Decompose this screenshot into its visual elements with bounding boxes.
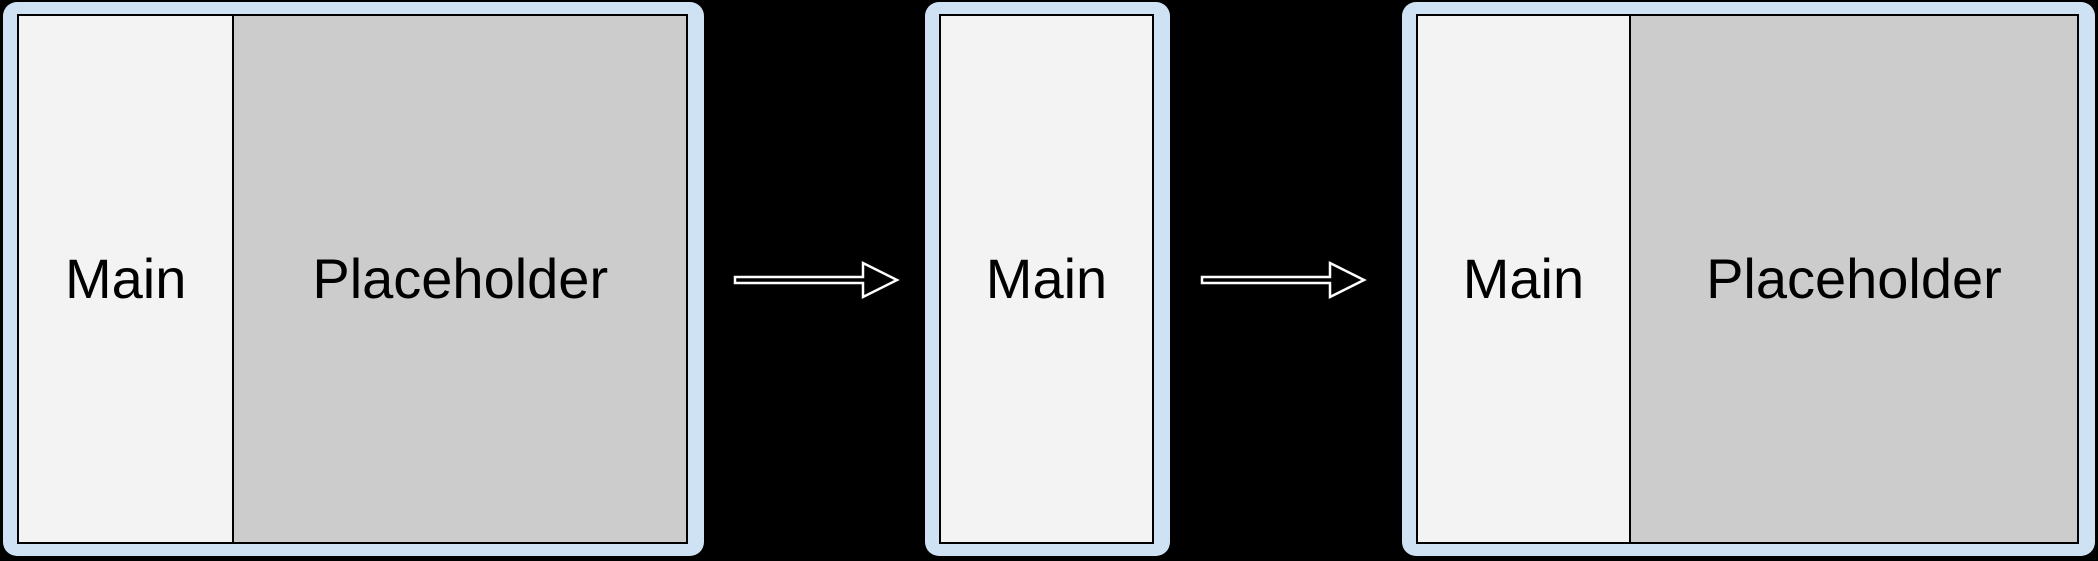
main-pane: Main [19,16,233,542]
placeholder-pane: Placeholder [232,16,686,542]
main-pane: Main [941,16,1152,542]
main-pane-label: Main [985,247,1108,310]
right-arrow-shape [1200,260,1367,300]
placeholder-pane: Placeholder [1628,16,2077,542]
right-arrow-icon [1200,260,1367,300]
panel-main-only: Main [925,2,1170,556]
main-pane-label: Main [65,247,187,310]
main-pane-label: Main [1462,247,1585,310]
panel-split-before: Main Placeholder [3,2,704,556]
panel-split-after: Main Placeholder [1402,2,2095,556]
panel-frame: Main [939,14,1154,544]
placeholder-pane-label: Placeholder [312,247,609,310]
right-arrow-icon [733,260,900,300]
placeholder-pane-label: Placeholder [1706,247,2002,310]
main-pane: Main [1418,16,1629,542]
panel-frame: Main Placeholder [17,14,688,544]
right-arrow-shape [733,260,900,300]
panel-frame: Main Placeholder [1416,14,2079,544]
